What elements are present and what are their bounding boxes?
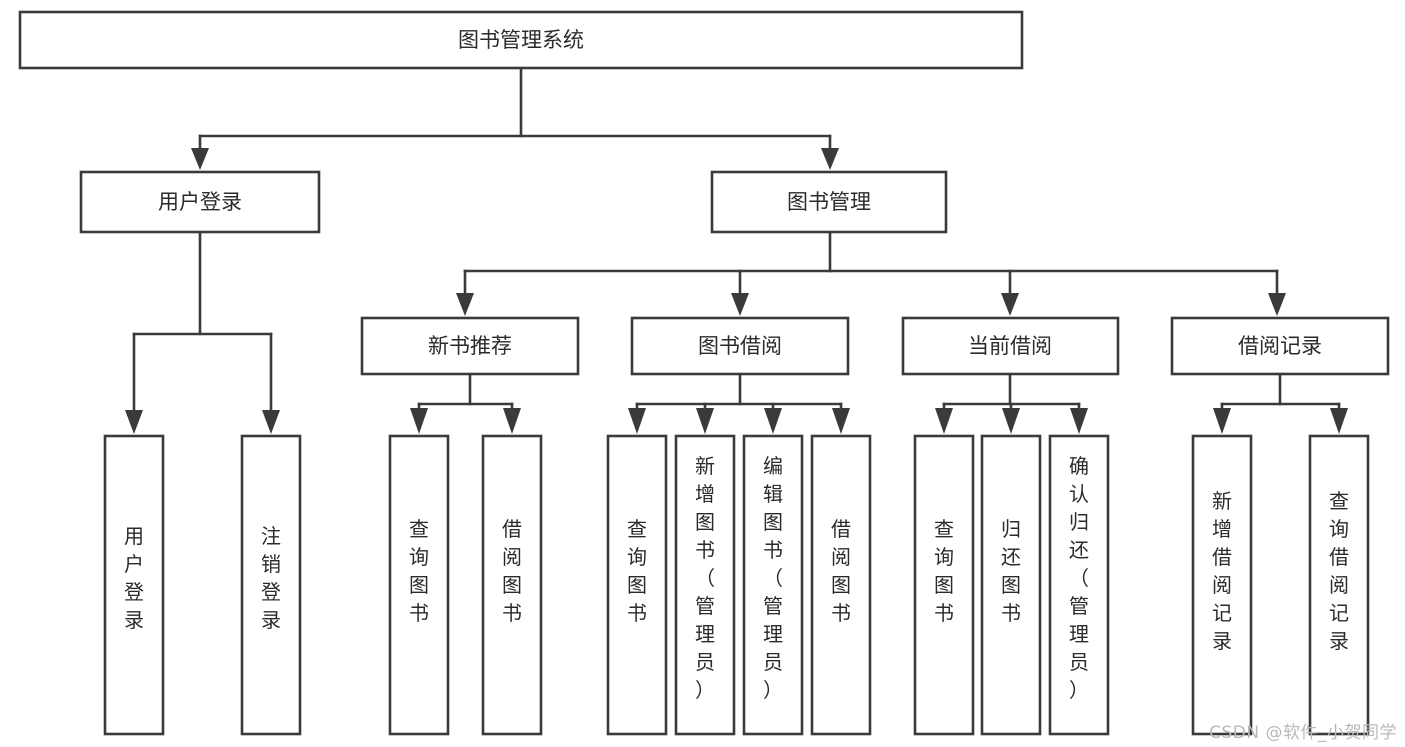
arrowhead-current-borrow: [1001, 293, 1019, 316]
node-user-login-label: 用户登录: [158, 190, 242, 214]
node-root-label: 图书管理系统: [458, 28, 584, 52]
node-leaf-query-book-cur-label: 查询图书: [934, 517, 954, 625]
node-leaf-add-record[interactable]: 新增借阅记录: [1191, 434, 1253, 736]
arrowhead-leaf-add-record: [1213, 408, 1231, 434]
arrowhead-new-book-recommend: [456, 293, 474, 316]
node-leaf-query-book-bor-box[interactable]: [606, 434, 668, 736]
node-leaf-confirm-return-label: 确认归还（管理员）: [1069, 454, 1089, 702]
node-leaf-confirm-return-box[interactable]: [1048, 434, 1110, 736]
node-book-manage-label: 图书管理: [787, 190, 871, 214]
connector-layer: [125, 66, 1348, 434]
node-leaf-logout-box[interactable]: [240, 434, 302, 736]
node-leaf-query-record[interactable]: 查询借阅记录: [1308, 434, 1370, 736]
node-leaf-edit-book-label: 编辑图书（管理员）: [763, 454, 783, 702]
arrowhead-book-manage: [821, 148, 839, 170]
node-borrow-record-box[interactable]: [1170, 316, 1390, 376]
arrowhead-leaf-user-login: [125, 410, 143, 434]
node-leaf-borrow-book-rec-box[interactable]: [481, 434, 543, 736]
arrowhead-leaf-return-book: [1002, 408, 1020, 434]
node-leaf-return-book-box[interactable]: [980, 434, 1042, 736]
node-leaf-add-book-label: 新增图书（管理员）: [695, 454, 715, 702]
node-leaf-query-book-rec-box[interactable]: [388, 434, 450, 736]
node-current-borrow-label: 当前借阅: [968, 334, 1052, 358]
node-leaf-return-book[interactable]: 归还图书: [980, 434, 1042, 736]
arrowhead-leaf-query-record: [1330, 408, 1348, 434]
node-current-borrow[interactable]: 当前借阅: [901, 316, 1120, 376]
arrowhead-leaf-borrow-book-rec: [503, 408, 521, 434]
node-book-manage-box[interactable]: [710, 170, 948, 234]
node-leaf-add-book[interactable]: 新增图书（管理员）: [674, 434, 736, 736]
arrowhead-leaf-edit-book: [764, 408, 782, 434]
node-user-login-box[interactable]: [79, 170, 321, 234]
node-leaf-query-book-cur[interactable]: 查询图书: [913, 434, 975, 736]
arrowhead-leaf-query-book-cur: [935, 408, 953, 434]
node-leaf-confirm-return[interactable]: 确认归还（管理员）: [1048, 434, 1110, 736]
arrowhead-leaf-logout: [262, 410, 280, 434]
arrowhead-leaf-query-book-rec: [410, 408, 428, 434]
node-user-login[interactable]: 用户登录: [79, 170, 321, 234]
node-leaf-query-book-bor[interactable]: 查询图书: [606, 434, 668, 736]
arrowhead-leaf-add-book: [696, 408, 714, 434]
node-current-borrow-box[interactable]: [901, 316, 1120, 376]
node-leaf-query-book-rec[interactable]: 查询图书: [388, 434, 450, 736]
arrowhead-book-borrow: [731, 293, 749, 316]
node-leaf-query-book-bor-label: 查询图书: [627, 517, 647, 625]
node-book-borrow-label: 图书借阅: [698, 334, 782, 358]
arrowhead-borrow-record: [1268, 293, 1286, 316]
node-borrow-record-label: 借阅记录: [1238, 334, 1322, 358]
arrowhead-leaf-query-book-bor: [628, 408, 646, 434]
node-leaf-add-book-box[interactable]: [674, 434, 736, 736]
node-leaf-borrow-book-bor-box[interactable]: [810, 434, 872, 736]
node-book-manage[interactable]: 图书管理: [710, 170, 948, 234]
node-leaf-user-login-label: 用户登录: [124, 524, 144, 632]
node-leaf-user-login[interactable]: 用户登录: [103, 434, 165, 736]
arrowhead-leaf-confirm-return: [1070, 408, 1088, 434]
node-leaf-user-login-box[interactable]: [103, 434, 165, 736]
node-borrow-record[interactable]: 借阅记录: [1170, 316, 1390, 376]
node-leaf-edit-book[interactable]: 编辑图书（管理员）: [742, 434, 804, 736]
node-leaf-query-record-label: 查询借阅记录: [1329, 489, 1349, 653]
node-leaf-borrow-book-bor-label: 借阅图书: [831, 517, 851, 625]
node-leaf-query-book-cur-box[interactable]: [913, 434, 975, 736]
node-leaf-add-record-label: 新增借阅记录: [1212, 489, 1232, 653]
node-leaf-edit-book-box[interactable]: [742, 434, 804, 736]
node-root-box[interactable]: [18, 10, 1024, 70]
node-new-book-recommend-box[interactable]: [360, 316, 580, 376]
node-leaf-query-record-box[interactable]: [1308, 434, 1370, 736]
node-leaf-add-record-box[interactable]: [1191, 434, 1253, 736]
node-new-book-recommend[interactable]: 新书推荐: [360, 316, 580, 376]
node-new-book-recommend-label: 新书推荐: [428, 334, 512, 358]
node-root[interactable]: 图书管理系统: [18, 10, 1024, 70]
node-leaf-query-book-rec-label: 查询图书: [409, 517, 429, 625]
arrowhead-leaf-borrow-book-bor: [832, 408, 850, 434]
node-leaf-borrow-book-bor[interactable]: 借阅图书: [810, 434, 872, 736]
csdn-watermark: CSDN @软件_小贺同学: [1209, 723, 1397, 743]
arrowhead-user-login: [191, 148, 209, 170]
node-book-borrow[interactable]: 图书借阅: [630, 316, 850, 376]
node-leaf-borrow-book-rec[interactable]: 借阅图书: [481, 434, 543, 736]
node-leaf-return-book-label: 归还图书: [1001, 517, 1021, 625]
node-book-borrow-box[interactable]: [630, 316, 850, 376]
node-leaf-logout-label: 注销登录: [261, 524, 281, 632]
node-leaf-logout[interactable]: 注销登录: [240, 434, 302, 736]
node-leaf-borrow-book-rec-label: 借阅图书: [502, 517, 522, 625]
